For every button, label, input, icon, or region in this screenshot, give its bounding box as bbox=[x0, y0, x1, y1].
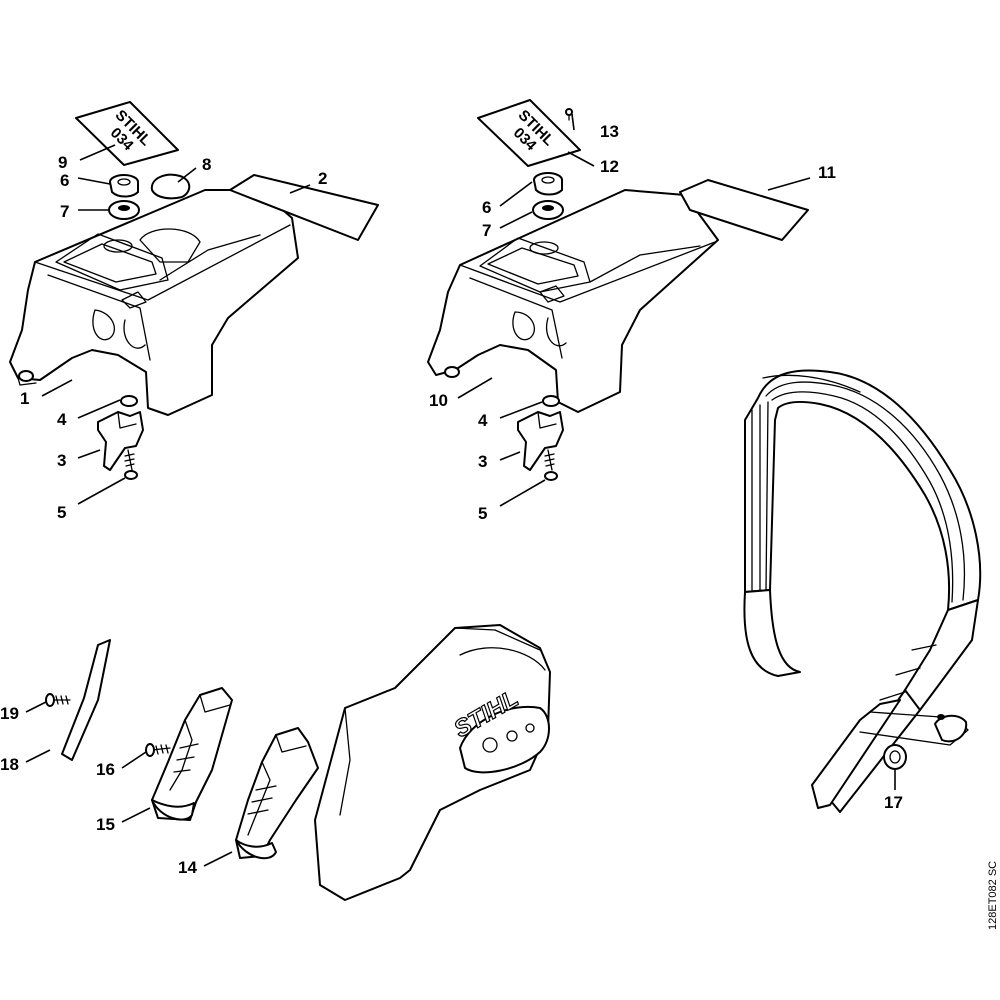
leader-lines bbox=[25, 113, 896, 867]
washer-17 bbox=[883, 744, 907, 770]
screw-19 bbox=[45, 693, 71, 707]
callout-6-left: 6 bbox=[60, 171, 69, 190]
callout-16: 16 bbox=[96, 760, 115, 779]
callout-4-left: 4 bbox=[57, 410, 67, 429]
callout-11: 11 bbox=[818, 163, 836, 182]
grommet-6-left bbox=[109, 174, 139, 198]
screw-16 bbox=[145, 743, 171, 757]
callout-5-left: 5 bbox=[57, 503, 66, 522]
callout-7-right: 7 bbox=[482, 221, 491, 240]
spike-18 bbox=[61, 639, 111, 761]
callout-7-left: 7 bbox=[60, 202, 69, 221]
callout-3-right: 3 bbox=[478, 452, 487, 471]
callout-3-left: 3 bbox=[57, 451, 66, 470]
shroud-right bbox=[427, 189, 719, 413]
bracket-3-left bbox=[97, 411, 144, 471]
decal-right-12: STIHL 034 bbox=[477, 99, 581, 167]
callout-5-right: 5 bbox=[478, 504, 487, 523]
plate-11 bbox=[679, 179, 809, 241]
oring-4-left bbox=[120, 395, 138, 407]
drawing-reference: 128ET082 SC bbox=[987, 861, 999, 930]
callout-2: 2 bbox=[318, 169, 327, 188]
callout-6-right: 6 bbox=[482, 198, 491, 217]
callout-12: 12 bbox=[600, 157, 619, 176]
catcher-14 bbox=[235, 727, 319, 860]
plate-2 bbox=[229, 174, 379, 241]
bracket-3-right bbox=[517, 411, 564, 471]
grommet-7-right bbox=[532, 200, 564, 220]
screw-5-left bbox=[124, 449, 138, 480]
callout-8: 8 bbox=[202, 155, 211, 174]
screw-5-right bbox=[544, 449, 558, 481]
oring-4-right bbox=[542, 395, 560, 407]
callout-15: 15 bbox=[96, 815, 115, 834]
callout-17: 17 bbox=[884, 793, 903, 812]
rivet-13 bbox=[565, 108, 573, 121]
callout-13: 13 bbox=[600, 122, 619, 141]
grommet-7-left bbox=[108, 200, 140, 220]
callout-19: 19 bbox=[0, 704, 19, 723]
grommet-6-right bbox=[533, 172, 563, 196]
shroud-left bbox=[9, 189, 299, 416]
sprocket-cover: STIHL bbox=[314, 624, 551, 901]
callout-9: 9 bbox=[58, 153, 67, 172]
callouts: 9 8 6 7 2 1 4 3 5 13 12 6 7 11 10 4 3 5 … bbox=[0, 122, 903, 877]
callout-10: 10 bbox=[429, 391, 448, 410]
callout-4-right: 4 bbox=[478, 411, 488, 430]
catcher-15 bbox=[151, 687, 233, 821]
callout-1: 1 bbox=[20, 389, 29, 408]
callout-14: 14 bbox=[178, 858, 197, 877]
callout-18: 18 bbox=[0, 755, 19, 774]
front-handle bbox=[743, 369, 982, 813]
